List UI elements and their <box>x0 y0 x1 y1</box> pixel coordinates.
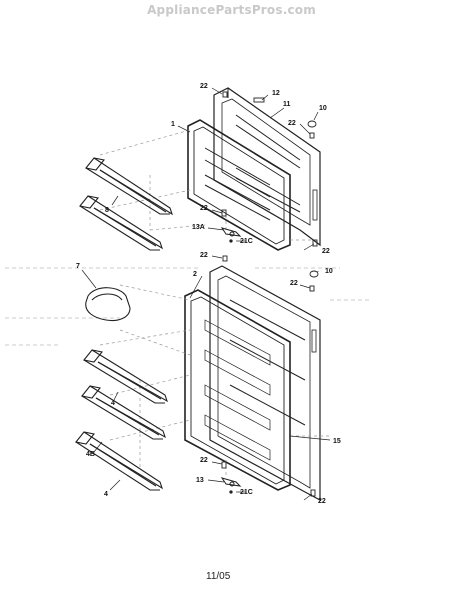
callout-22-upper-bottom: 22 <box>322 248 330 255</box>
freezer-shelf-lower <box>79 195 163 251</box>
lower-fasteners <box>221 255 319 497</box>
fresh-food-shelf-2 <box>81 385 166 440</box>
callout-22-top: 22 <box>200 83 208 90</box>
callout-21c-lower: 21C <box>240 489 253 496</box>
fresh-food-shelf-3 <box>75 431 163 491</box>
callout-13a: 13A <box>192 224 205 231</box>
revision-date: 11/05 <box>206 571 231 582</box>
callout-15: 15 <box>333 438 341 445</box>
upper-fasteners <box>221 91 318 247</box>
fresh-food-door-gasket <box>184 289 291 491</box>
callout-22-bottom: 22 <box>318 498 326 505</box>
callout-22-lower-hinge: 22 <box>200 457 208 464</box>
callout-1: 1 <box>171 121 175 128</box>
freezer-hinge-bracket <box>220 227 242 237</box>
callout-22-mid: 22 <box>200 252 208 259</box>
callout-13: 13 <box>196 477 204 484</box>
freezer-door-gasket <box>187 119 291 251</box>
callout-7: 7 <box>76 263 80 270</box>
dairy-door <box>85 287 131 322</box>
callout-2: 2 <box>193 271 197 278</box>
fresh-food-shelf-1 <box>83 349 168 404</box>
separator-lines <box>5 267 370 346</box>
callout-4-lower: 4 <box>104 491 108 498</box>
callout-22-upper-right: 22 <box>288 120 296 127</box>
callout-22-lower-right: 22 <box>290 280 298 287</box>
callout-4-upper: 4 <box>111 400 115 407</box>
fresh-food-door-outer-panel <box>209 265 321 501</box>
callout-12: 12 <box>272 90 280 97</box>
callout-21c-upper: 21C <box>240 238 253 245</box>
callout-leaders <box>81 87 331 501</box>
callout-4b: 4B <box>86 451 95 458</box>
callout-10-upper: 10 <box>319 105 327 112</box>
site-watermark: AppliancePartsPros.com <box>147 3 316 17</box>
callout-10-lower: 10 <box>325 268 333 275</box>
freezer-shelf-upper <box>85 157 173 216</box>
fresh-food-hinge-bracket <box>220 477 242 487</box>
lower-guide-lines <box>99 284 330 475</box>
callout-11: 11 <box>283 101 291 108</box>
callout-labels: 22 12 11 10 22 1 8 22 13A 21C 22 22 10 2… <box>76 83 341 505</box>
callout-22-upper-hinge: 22 <box>200 205 208 212</box>
callout-8: 8 <box>105 207 109 214</box>
